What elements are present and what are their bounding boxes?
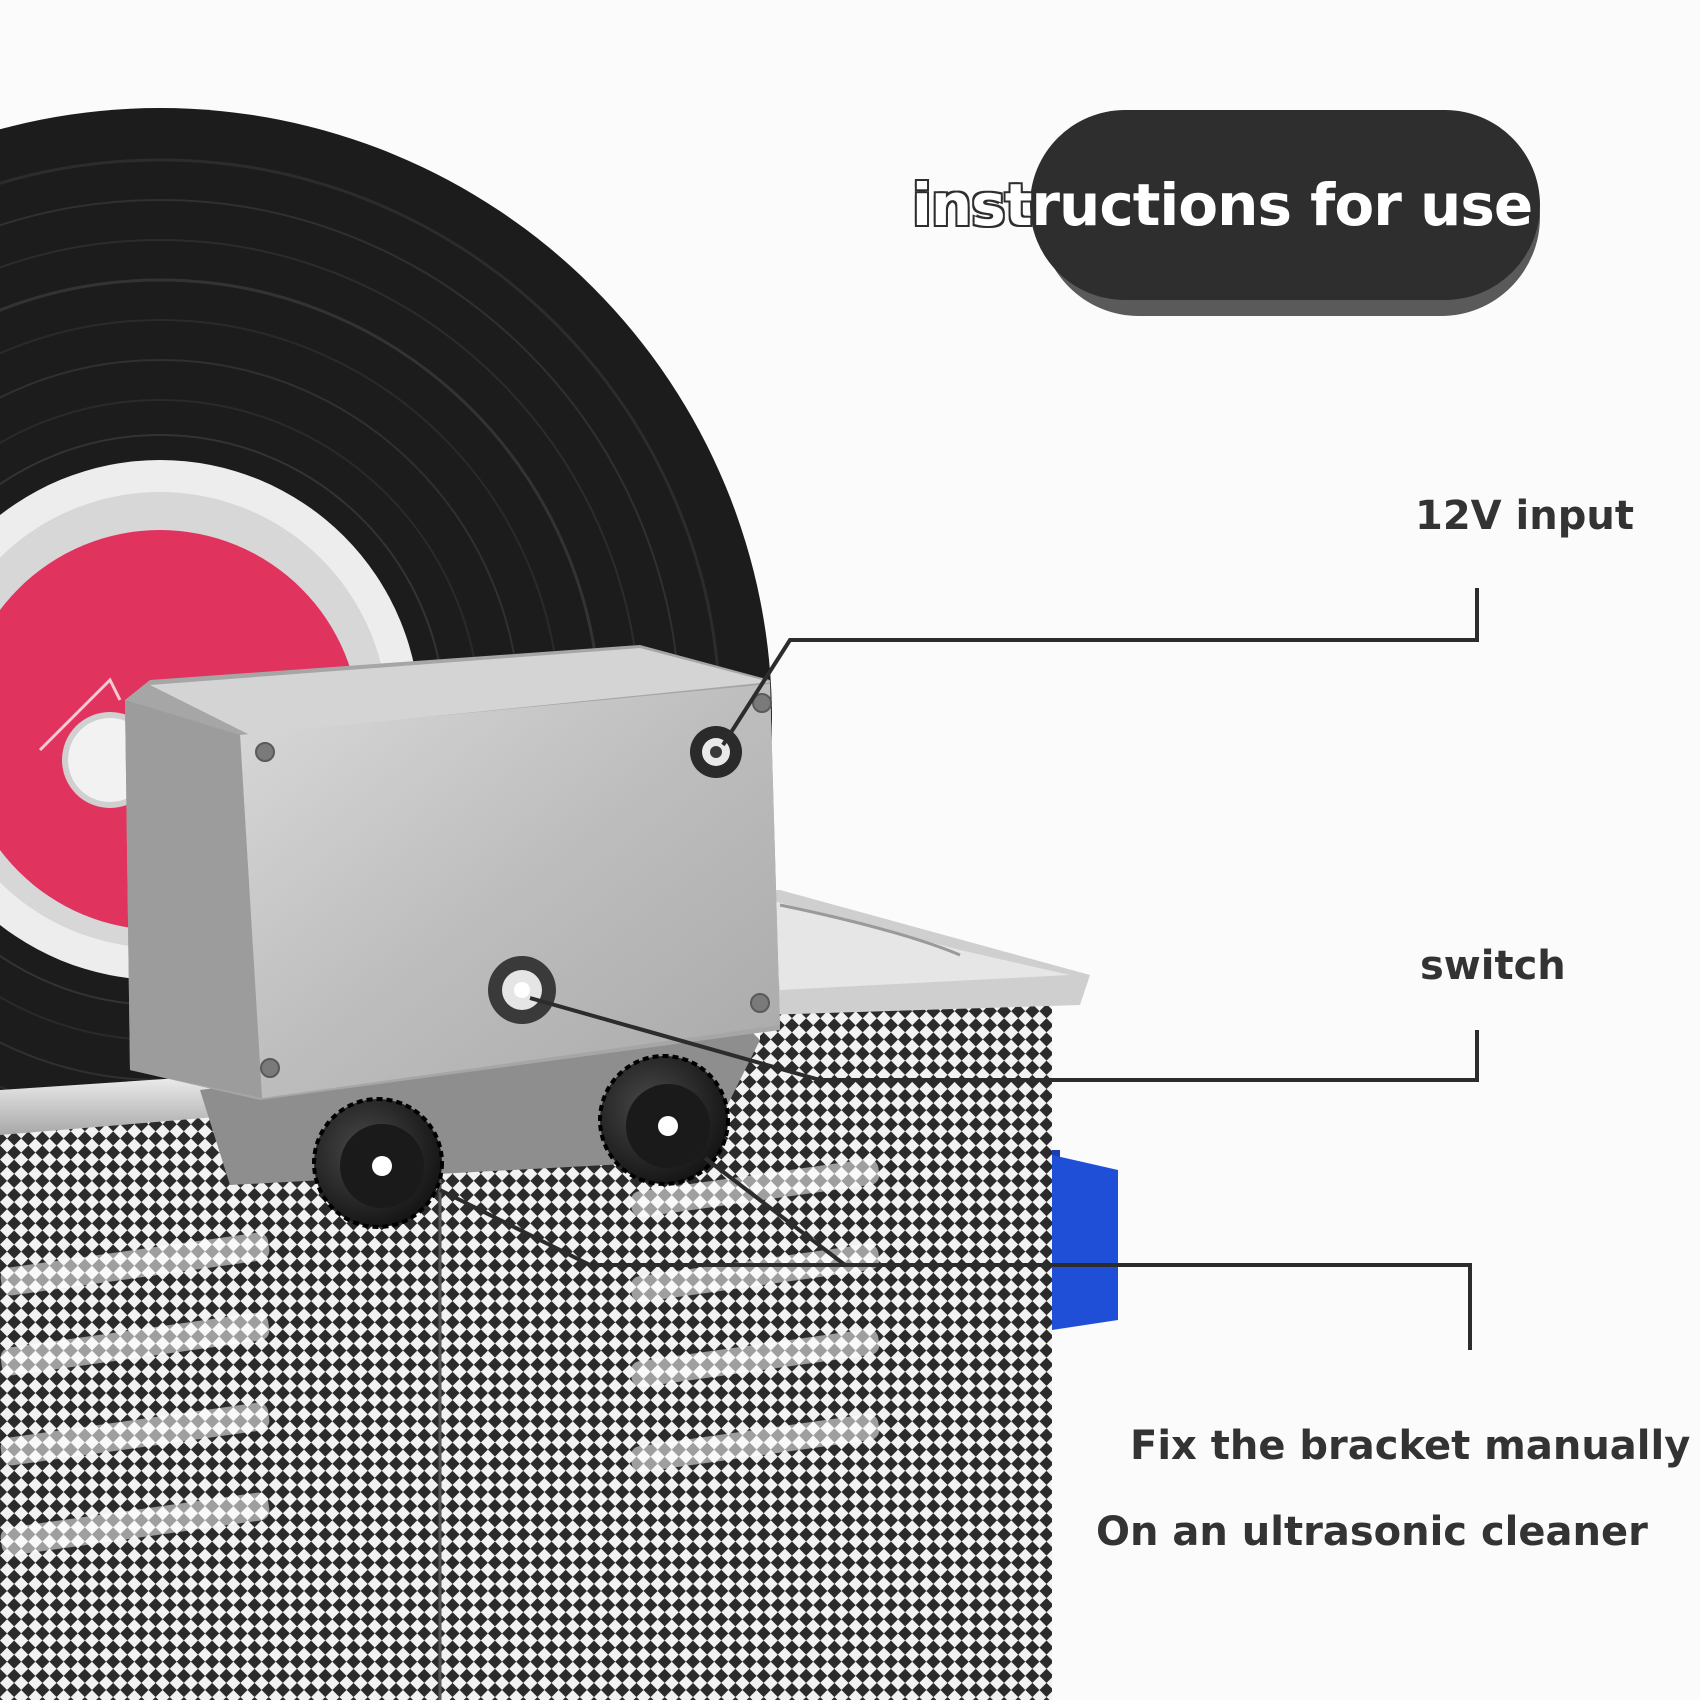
- blue-side-handle: [1052, 1155, 1118, 1330]
- callout-label-input: 12V input: [1415, 493, 1634, 539]
- page-title: instructions for use: [912, 171, 1533, 239]
- title-pill: [1030, 110, 1540, 300]
- callout-label-switch: switch: [1420, 943, 1566, 989]
- callout-label-bracket: Fix the bracket manually: [1130, 1423, 1691, 1469]
- dc-input-jack: [690, 726, 742, 778]
- callout-line-bracket-2: [703, 1156, 847, 1267]
- power-switch: [488, 956, 556, 1024]
- callout-line-input: [721, 588, 1479, 747]
- callout-line-switch: [529, 996, 1479, 1082]
- ultrasonic-tank: [0, 890, 1118, 1700]
- callout-line-bracket: [439, 1188, 1472, 1350]
- callout-label-cleaner: On an ultrasonic cleaner: [1096, 1509, 1648, 1555]
- callout-lines: [439, 588, 1479, 1350]
- knob-right: [598, 1054, 730, 1186]
- knob-left: [312, 1097, 444, 1229]
